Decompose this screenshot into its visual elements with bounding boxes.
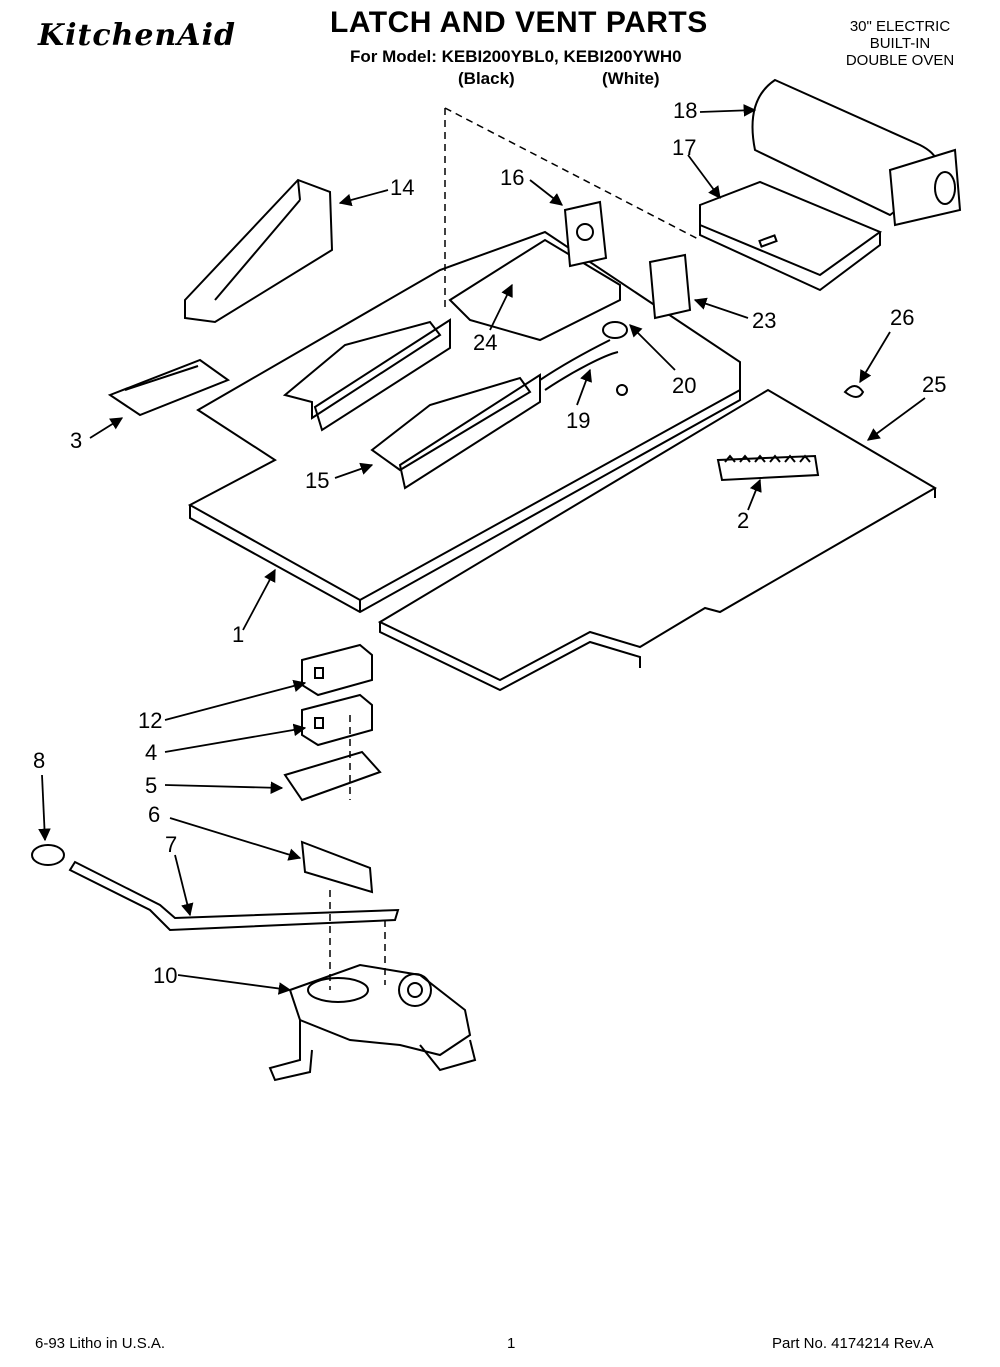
callout-14: 14: [390, 175, 414, 200]
appliance-description: 30" ELECTRIC BUILT-IN DOUBLE OVEN: [830, 18, 970, 69]
appliance-line-1: 30" ELECTRIC: [849, 18, 951, 35]
callout-25: 25: [922, 372, 946, 397]
part-12-switch: [301, 643, 373, 697]
callout-18: 18: [673, 98, 697, 123]
callout-2: 2: [737, 508, 749, 533]
model-numbers: For Model: KEBI200YBL0, KEBI200YWH0: [350, 47, 682, 66]
alignment-lines: [329, 107, 701, 990]
print-date: 6-93 Litho in U.S.A.: [35, 1335, 166, 1352]
part-18-blower-motor: [751, 78, 962, 227]
callout-12: 12: [138, 708, 162, 733]
part-2-terminal-block: [716, 454, 820, 482]
callout-4: 4: [145, 740, 157, 765]
callout-10: 10: [153, 963, 177, 988]
callout-17: 17: [672, 135, 696, 160]
appliance-line-3: DOUBLE OVEN: [845, 52, 955, 69]
part-26-clip: [843, 385, 865, 398]
part-7-latch-rod: [68, 860, 400, 932]
callout-16: 16: [500, 165, 524, 190]
appliance-line-2: BUILT-IN: [869, 35, 931, 52]
callout-1: 1: [232, 622, 244, 647]
part-5-switch-bracket: [283, 750, 382, 802]
variant-white-label: (White): [602, 69, 660, 88]
variant-black-label: (Black): [458, 69, 515, 88]
part-16-bracket: [563, 200, 608, 268]
part-10-latch-assembly: [268, 963, 477, 1082]
page-title: LATCH AND VENT PARTS: [330, 6, 708, 39]
leader-arrows: [38, 104, 926, 995]
page-number: 1: [507, 1335, 516, 1352]
part-8-knob: [31, 844, 65, 866]
callout-19: 19: [566, 408, 590, 433]
callout-6: 6: [148, 802, 160, 827]
callout-7: 7: [165, 832, 177, 857]
callout-3: 3: [70, 428, 82, 453]
brand-logo: KitchenAid: [38, 18, 236, 53]
callout-20: 20: [672, 373, 696, 398]
callout-15: 15: [305, 468, 329, 493]
part-6-shield: [300, 840, 374, 894]
part-14-vent-duct: [184, 178, 334, 324]
callout-23: 23: [752, 308, 776, 333]
callout-8: 8: [33, 748, 45, 773]
callout-5: 5: [145, 773, 157, 798]
part-23-gasket: [648, 253, 692, 320]
callout-24: 24: [473, 330, 497, 355]
callout-26: 26: [890, 305, 914, 330]
part-3-bracket: [107, 358, 231, 417]
part-17-mounting-plate: [699, 180, 883, 292]
part-4-switch: [301, 693, 373, 747]
part-number: Part No. 4174214 Rev.A: [772, 1335, 934, 1352]
callout-numbers: 1 2 3 4 5 6 7 8 10 12 14 15 16 17 18 19 …: [33, 98, 946, 988]
